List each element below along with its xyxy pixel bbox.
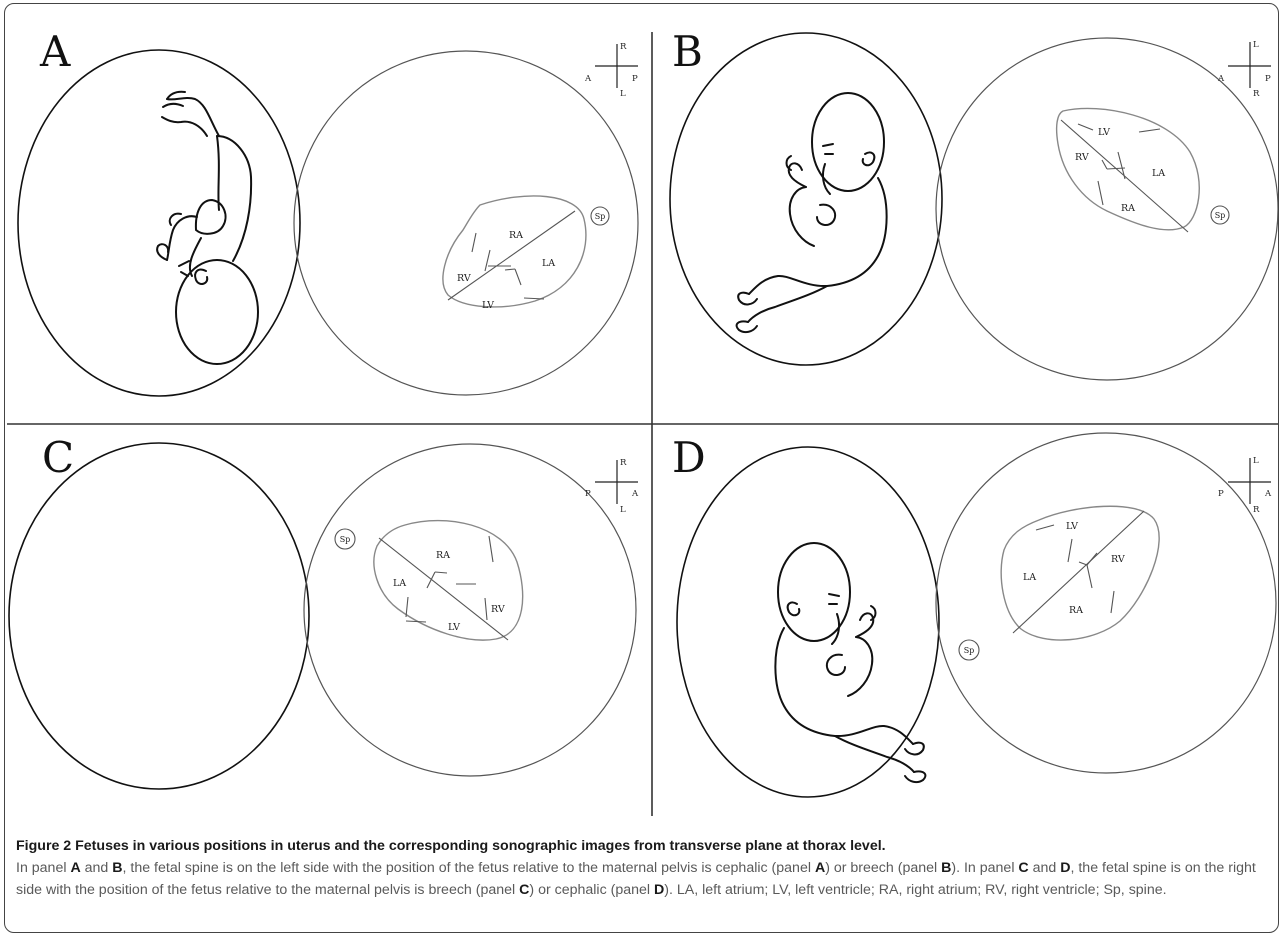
- orientation-marker: L R A P: [1217, 40, 1271, 99]
- heart-diagram: RA LA RV LV: [443, 196, 586, 311]
- caption-body: In panel A and B, the fetal spine is on …: [16, 860, 1256, 898]
- caption-text-run: ). In panel: [951, 860, 1018, 876]
- orientation-bottom: L: [620, 89, 626, 99]
- fetus-drawing: [737, 93, 887, 332]
- caption-text-run: In panel: [16, 860, 70, 876]
- orientation-right: A: [1264, 489, 1272, 499]
- panel-letter: B: [672, 27, 703, 76]
- panel-c: C R L P A RA LA RV LV Sp: [9, 433, 925, 789]
- figure-frame: A R L A P RA LA RV LV Sp: [4, 3, 1279, 933]
- orientation-top: L: [1253, 456, 1259, 466]
- caption-text-run: ) or cephalic (panel: [529, 882, 654, 898]
- chamber-ra-label: RA: [509, 230, 523, 241]
- caption-panel-ref: C: [519, 882, 529, 898]
- orientation-right: P: [632, 74, 638, 84]
- chamber-rv-label: RV: [1075, 152, 1089, 163]
- chamber-ra-label: RA: [1069, 605, 1083, 616]
- chamber-lv-label: LV: [1066, 521, 1078, 532]
- caption-panel-ref: D: [1060, 860, 1070, 876]
- caption-text-run: , the fetal spine is on the left side wi…: [123, 860, 815, 876]
- caption-text-run: and: [1029, 860, 1061, 876]
- caption-panel-ref: A: [815, 860, 825, 876]
- spine-label: Sp: [340, 535, 351, 544]
- orientation-right: P: [1265, 74, 1271, 84]
- spine-label: Sp: [1215, 211, 1226, 220]
- chamber-ra-label: RA: [436, 550, 450, 561]
- ultrasound-field: [936, 433, 1276, 773]
- chamber-lv-label: LV: [1098, 127, 1110, 138]
- orientation-left: P: [585, 489, 591, 499]
- chamber-la-label: LA: [542, 258, 555, 269]
- caption-panel-ref: A: [70, 860, 80, 876]
- heart-diagram: RA LA RV LV: [374, 521, 523, 641]
- panel-letter: A: [39, 27, 71, 76]
- orientation-bottom: R: [1253, 89, 1260, 99]
- orientation-left: A: [584, 74, 592, 84]
- heart-diagram: LV LA RV RA: [1001, 506, 1159, 640]
- chamber-ra-label: RA: [1121, 203, 1135, 214]
- spine-label: Sp: [595, 212, 606, 221]
- heart-diagram: LV LA RV RA: [1057, 108, 1200, 232]
- orientation-top: R: [620, 42, 627, 52]
- orientation-marker: R L P A: [585, 458, 639, 515]
- uterus-outline: [677, 447, 939, 797]
- chamber-rv-label: RV: [457, 273, 471, 284]
- uterus-outline: [18, 50, 300, 396]
- orientation-top: R: [620, 458, 627, 468]
- panel-letter: C: [42, 433, 74, 482]
- chamber-lv-label: LV: [482, 300, 494, 311]
- uterus-outline: [9, 443, 309, 789]
- figure-illustration: A R L A P RA LA RV LV Sp: [5, 4, 1279, 824]
- panel-b: B L R A P LV LA RV RA Sp: [670, 27, 1278, 380]
- caption-panel-ref: C: [1018, 860, 1028, 876]
- fetus-drawing: [157, 92, 258, 364]
- chamber-la-label: LA: [393, 578, 406, 589]
- chamber-la-label: LA: [1023, 572, 1036, 583]
- fetus-drawing: [775, 543, 925, 782]
- caption-panel-ref: D: [654, 882, 664, 898]
- orientation-bottom: R: [1253, 505, 1260, 515]
- orientation-left: P: [1218, 489, 1224, 499]
- orientation-marker: R L A P: [584, 42, 638, 99]
- chamber-rv-label: RV: [1111, 554, 1125, 565]
- caption-text-run: ). LA, left atrium; LV, left ventricle; …: [664, 882, 1166, 898]
- panel-d: D L R P A LV LA RV RA Sp: [672, 433, 1279, 797]
- chamber-lv-label: LV: [448, 622, 460, 633]
- orientation-right: A: [631, 489, 639, 499]
- caption-panel-ref: B: [112, 860, 122, 876]
- panel-letter: D: [672, 433, 706, 482]
- uterus-outline: [670, 33, 942, 365]
- caption-title: Figure 2 Fetuses in various positions in…: [16, 838, 886, 854]
- chamber-la-label: LA: [1152, 168, 1165, 179]
- caption-text-run: ) or breech (panel: [825, 860, 941, 876]
- caption-panel-ref: B: [941, 860, 951, 876]
- chamber-rv-label: RV: [491, 604, 505, 615]
- caption-text-run: and: [81, 860, 113, 876]
- orientation-top: L: [1253, 40, 1259, 50]
- panel-a: A R L A P RA LA RV LV Sp: [18, 27, 638, 396]
- orientation-bottom: L: [620, 505, 626, 515]
- orientation-left: A: [1217, 74, 1225, 84]
- figure-caption: Figure 2 Fetuses in various positions in…: [16, 835, 1271, 901]
- spine-label: Sp: [964, 646, 975, 655]
- ultrasound-field: [294, 51, 638, 395]
